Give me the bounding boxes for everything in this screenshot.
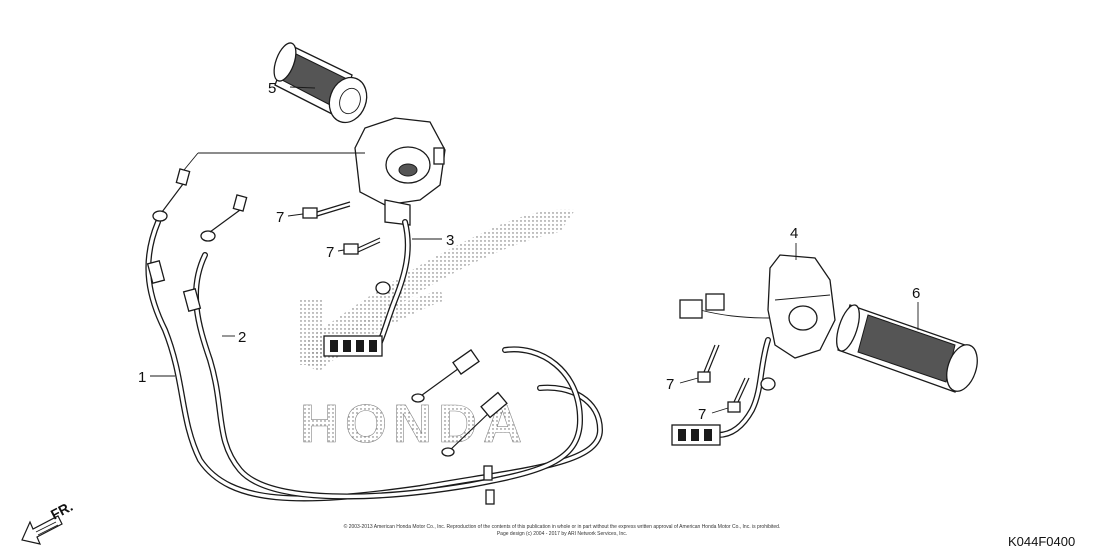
left-switch-small-connector[interactable] <box>679 293 725 319</box>
cable-adjuster-upper[interactable] <box>411 349 480 403</box>
screw-left-switch-lower[interactable] <box>727 377 750 413</box>
screw-left-switch-upper[interactable] <box>697 344 720 383</box>
throttle-grip[interactable] <box>270 40 373 128</box>
leader-lines <box>150 86 919 414</box>
right-switch-connector[interactable] <box>323 335 383 357</box>
callout-7-right-upper: 7 <box>276 209 284 226</box>
right-switch-housing[interactable] <box>354 117 446 226</box>
cable-adjuster-lower[interactable] <box>441 391 508 457</box>
throttle-cable-b <box>192 252 584 500</box>
callout-7-left-lower: 7 <box>698 406 706 423</box>
copyright-line-1: © 2003-2013 American Honda Motor Co., In… <box>344 523 781 530</box>
callout-7-left-upper: 7 <box>666 376 674 393</box>
callout-2: 2 <box>238 329 246 346</box>
right-switch-harness <box>375 219 411 345</box>
left-switch-connector[interactable] <box>671 424 721 446</box>
left-switch-housing[interactable] <box>767 254 836 359</box>
callout-4: 4 <box>790 225 798 242</box>
copyright-line-2: Page design (c) 2004 - 2017 by ARI Netwo… <box>497 531 627 537</box>
left-switch-harness <box>699 309 776 438</box>
screw-right-switch-upper[interactable] <box>302 201 351 219</box>
cable-end-fittings <box>146 168 495 505</box>
callout-6: 6 <box>912 285 920 302</box>
throttle-cable-a <box>145 219 604 502</box>
left-grip[interactable] <box>832 302 983 395</box>
callout-1: 1 <box>138 369 146 386</box>
front-direction-arrow <box>21 515 63 545</box>
callout-3: 3 <box>446 232 454 249</box>
callout-7-right-lower: 7 <box>326 244 334 261</box>
screw-right-switch-lower[interactable] <box>343 237 381 255</box>
callout-5: 5 <box>268 80 276 97</box>
diagram-code: K044F0400 <box>1008 534 1075 549</box>
